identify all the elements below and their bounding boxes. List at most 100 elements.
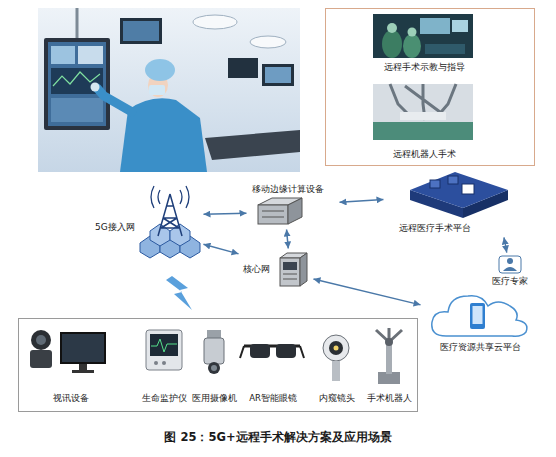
endoscope-icon	[334, 346, 339, 351]
edge-computing-node: 移动边缘计算设备	[248, 182, 338, 228]
video-device-icon	[30, 330, 106, 373]
expert-icon	[499, 256, 521, 273]
surgeon-photo	[51, 98, 103, 122]
cloud-node: 医疗资源共享云平台	[422, 294, 538, 356]
endoscope-icon	[329, 341, 343, 355]
connector-arrow	[204, 213, 247, 214]
node-label: 医用摄像机	[192, 393, 237, 403]
remote-teaching-photo	[373, 14, 473, 58]
node-label: 远程手术示教与指导	[384, 62, 465, 72]
surgeon-photo	[51, 68, 103, 94]
edge-server-icon	[262, 217, 284, 218]
vital-monitor-icon	[151, 339, 177, 352]
node-label: 核心网	[243, 264, 270, 274]
cloud-icon	[470, 303, 485, 329]
edge-server-icon	[288, 198, 302, 224]
photo-frame: 远程手术示教与指导远程机器人手术	[325, 8, 535, 166]
surgeon-photo	[38, 8, 300, 172]
connector-arrow	[339, 199, 383, 202]
surgeon-photo	[145, 59, 175, 81]
endoscope-icon	[323, 335, 349, 381]
connector-arrow	[287, 229, 289, 248]
video-device-icon	[36, 335, 46, 345]
node-label: 5G接入网	[95, 222, 135, 233]
surgeon-photo	[51, 46, 75, 64]
surgeon-photo	[265, 67, 291, 83]
vital-monitor-icon	[154, 361, 158, 365]
surgeon-photo	[78, 46, 103, 64]
edge-server-icon	[262, 211, 284, 212]
platform-icon	[410, 172, 508, 218]
video-device-icon	[79, 364, 87, 370]
video-device-icon	[72, 370, 94, 373]
platform-node: 远程医疗手术平台	[385, 168, 513, 236]
endoscope-icon	[332, 361, 340, 381]
remote-teaching-photo	[420, 18, 450, 34]
cloud-icon	[432, 296, 527, 336]
vital-monitor-icon	[146, 330, 182, 370]
core-network-node: 核心网	[240, 250, 312, 290]
platform-icon	[410, 172, 508, 208]
core-network-icon	[283, 274, 297, 275]
tower-icon	[151, 186, 189, 208]
remote-teaching-photo	[425, 44, 465, 54]
surgeon-photo	[262, 64, 294, 86]
core-network-icon	[280, 258, 300, 286]
wireless-symbol	[166, 276, 192, 310]
vital-monitor-icon	[162, 361, 166, 365]
video-device-icon	[31, 330, 51, 350]
node-label: 医疗专家	[492, 276, 528, 286]
node-label: 手术机器人	[367, 393, 412, 403]
surgeon-photo	[76, 8, 79, 38]
surgeon-photo	[123, 21, 159, 41]
video-device-icon	[30, 350, 52, 368]
core-network-icon	[280, 253, 307, 286]
node-label: 远程医疗手术平台	[399, 223, 471, 233]
connector-arrow	[504, 237, 507, 252]
platform-icon	[430, 180, 440, 188]
ar-glasses-icon	[240, 344, 304, 358]
ar-glasses-icon	[276, 344, 296, 358]
wireless-symbol	[166, 276, 192, 310]
core-network-icon	[283, 262, 297, 270]
endoscope-icon	[323, 335, 349, 361]
ar-glasses-icon	[250, 344, 270, 358]
remote-teaching-photo	[452, 20, 468, 32]
expert-icon	[499, 256, 521, 273]
expert-node: 医疗专家	[484, 254, 536, 290]
surgical-robot-icon	[385, 338, 393, 346]
medical-camera-icon	[204, 330, 224, 374]
connector-arrow	[203, 244, 238, 254]
surgical-robot-icon	[376, 328, 402, 384]
tower-icon	[140, 186, 200, 258]
node-label: 医疗资源共享云平台	[440, 342, 521, 352]
remote-teaching-photo	[387, 23, 397, 33]
surgeon-photo	[149, 85, 165, 95]
surgeon-photo	[193, 15, 237, 29]
node-label: 内窥镜头	[319, 393, 355, 403]
terminal-panel: 视讯设备 生命监护仪医用摄像机 AR智能眼镜 内窥镜头 手术机器人	[18, 318, 418, 412]
cloud-icon	[473, 306, 483, 324]
remote-robot-photo	[373, 84, 473, 140]
remote-robot-photo	[373, 84, 473, 140]
platform-icon	[448, 176, 458, 184]
access-network-node: 5G接入网	[92, 182, 202, 260]
remote-teaching-photo	[382, 30, 402, 58]
expert-icon	[503, 267, 517, 271]
node-label: 远程机器人手术	[393, 149, 456, 159]
figure-caption: 图 25：5G+远程手术解决方案及应用场景	[0, 430, 556, 445]
node-label: AR智能眼镜	[249, 393, 297, 403]
node-label: 视讯设备	[53, 393, 89, 403]
node-label: 移动边缘计算设备	[252, 184, 324, 194]
remote-robot-photo	[373, 122, 473, 140]
video-device-icon	[60, 332, 106, 364]
core-network-icon	[300, 253, 307, 286]
node-label: 生命监护仪	[142, 393, 187, 403]
core-network-icon	[283, 279, 297, 280]
connector-arrow	[313, 279, 420, 305]
surgeon-photo	[44, 38, 110, 130]
cloud-icon	[432, 296, 527, 336]
